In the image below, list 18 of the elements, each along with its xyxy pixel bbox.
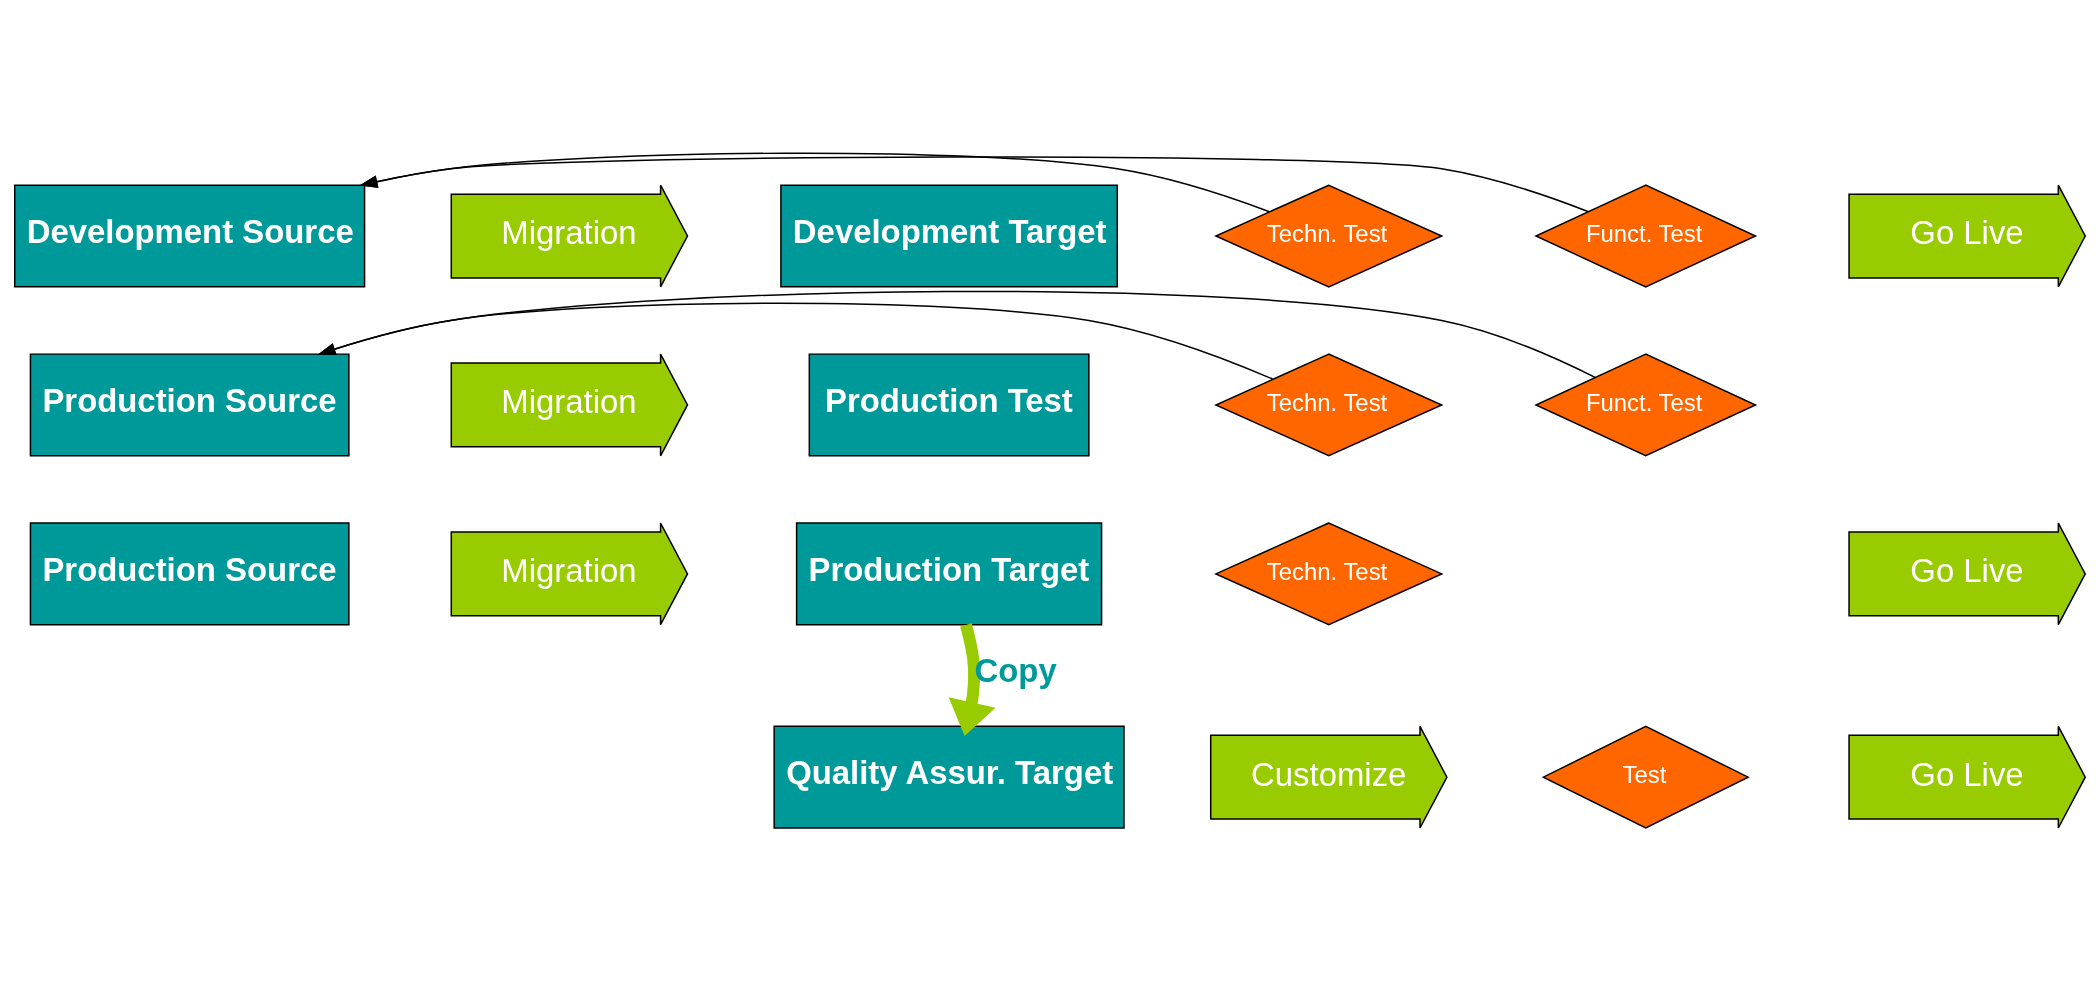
arrow (359, 152, 1271, 213)
node-box: Development Source (14, 184, 366, 288)
node-box: Production Target (795, 522, 1103, 626)
arrow (948, 623, 996, 737)
node-diamond: Test (1541, 725, 1750, 829)
arrow (359, 156, 1590, 213)
arrow (317, 290, 1596, 379)
node-box: Production Test (808, 353, 1090, 457)
node-diamond: Funct. Test (1534, 184, 1758, 288)
node-diamond: Techn. Test (1214, 184, 1444, 288)
arrow (317, 302, 1274, 380)
node-box: Production Source (29, 353, 350, 457)
node-box: Quality Assur. Target (773, 725, 1125, 829)
node-box: Development Target (780, 184, 1118, 288)
node-box: Production Source (29, 522, 350, 626)
node-diamond: Techn. Test (1214, 353, 1444, 457)
node-diamond: Funct. Test (1534, 353, 1758, 457)
node-diamond: Techn. Test (1214, 522, 1444, 626)
